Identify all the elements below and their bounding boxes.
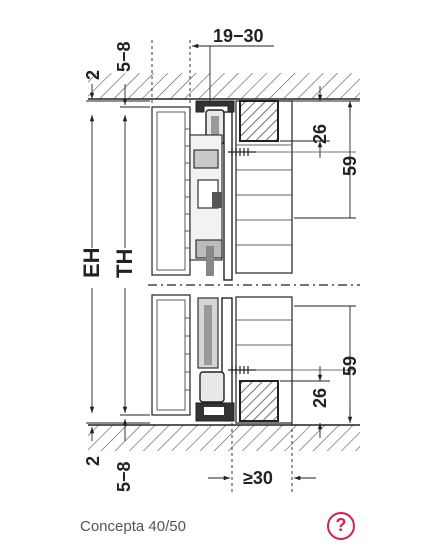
dim-26-bottom: 26 xyxy=(310,388,330,408)
dim-59-bottom: 59 xyxy=(340,356,360,376)
dim-th: TH xyxy=(112,249,137,278)
product-caption: Concepta 40/50 xyxy=(80,518,186,535)
bottom-screw xyxy=(228,366,356,374)
dim-19-30: 19−30 xyxy=(213,26,264,46)
top-wood-block xyxy=(239,100,279,142)
door-panel-left xyxy=(151,106,191,416)
dim-5-8-bottom: 5−8 xyxy=(114,461,134,492)
technical-drawing: 19−30 5−8 2 26 59 EH TH 59 26 2 5−8 ≥30 xyxy=(79,26,360,492)
help-icon[interactable]: ? xyxy=(327,512,355,540)
dim-eh: EH xyxy=(79,247,104,278)
floor-slab xyxy=(88,424,360,451)
dim-26-top: 26 xyxy=(310,124,330,144)
dim-59-top: 59 xyxy=(340,156,360,176)
dimension-lines xyxy=(86,40,360,492)
bottom-guide-profile xyxy=(195,297,235,422)
dim-ge-30: ≥30 xyxy=(243,468,273,488)
dim-5-8-top: 5−8 xyxy=(114,41,134,72)
dim-2-top: 2 xyxy=(83,70,103,80)
bottom-wood-block xyxy=(239,380,279,422)
top-screw xyxy=(228,148,356,156)
dim-2-bottom: 2 xyxy=(83,456,103,466)
door-mechanism xyxy=(189,134,223,369)
ceiling-slab xyxy=(88,73,360,100)
